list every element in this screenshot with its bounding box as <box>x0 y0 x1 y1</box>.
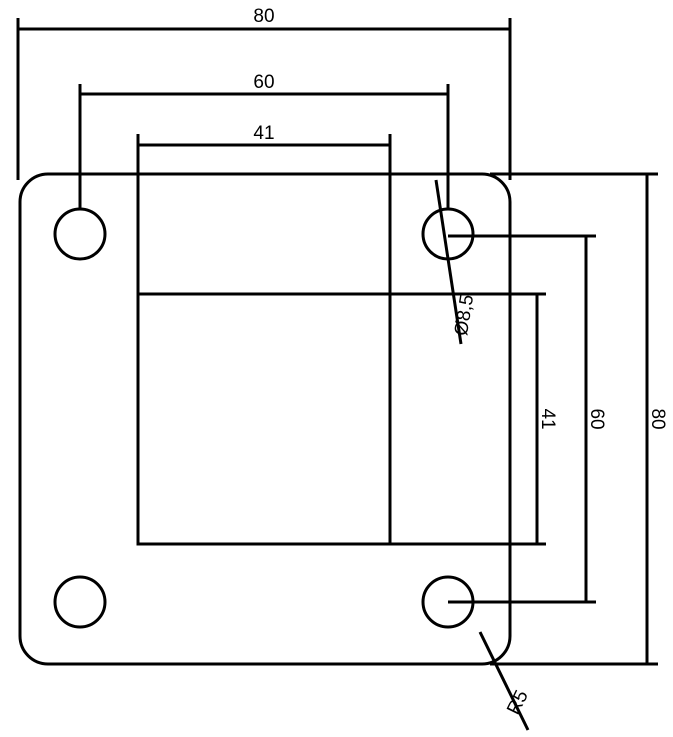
central-window <box>136 292 392 546</box>
dim-60-top-label: 60 <box>253 72 274 93</box>
dim-80-right-label: 80 <box>647 408 668 429</box>
radius-leader <box>478 631 530 731</box>
hole-bottom-left <box>53 575 107 629</box>
plate-outline <box>18 172 512 666</box>
dim-80-top-label: 80 <box>253 6 274 27</box>
dim-60-right-label: 60 <box>586 408 607 429</box>
dim-41-right-label: 41 <box>537 408 558 429</box>
diameter-leader <box>434 179 463 345</box>
hole-top-left <box>53 207 107 261</box>
dim-41-top-label: 41 <box>253 123 274 144</box>
